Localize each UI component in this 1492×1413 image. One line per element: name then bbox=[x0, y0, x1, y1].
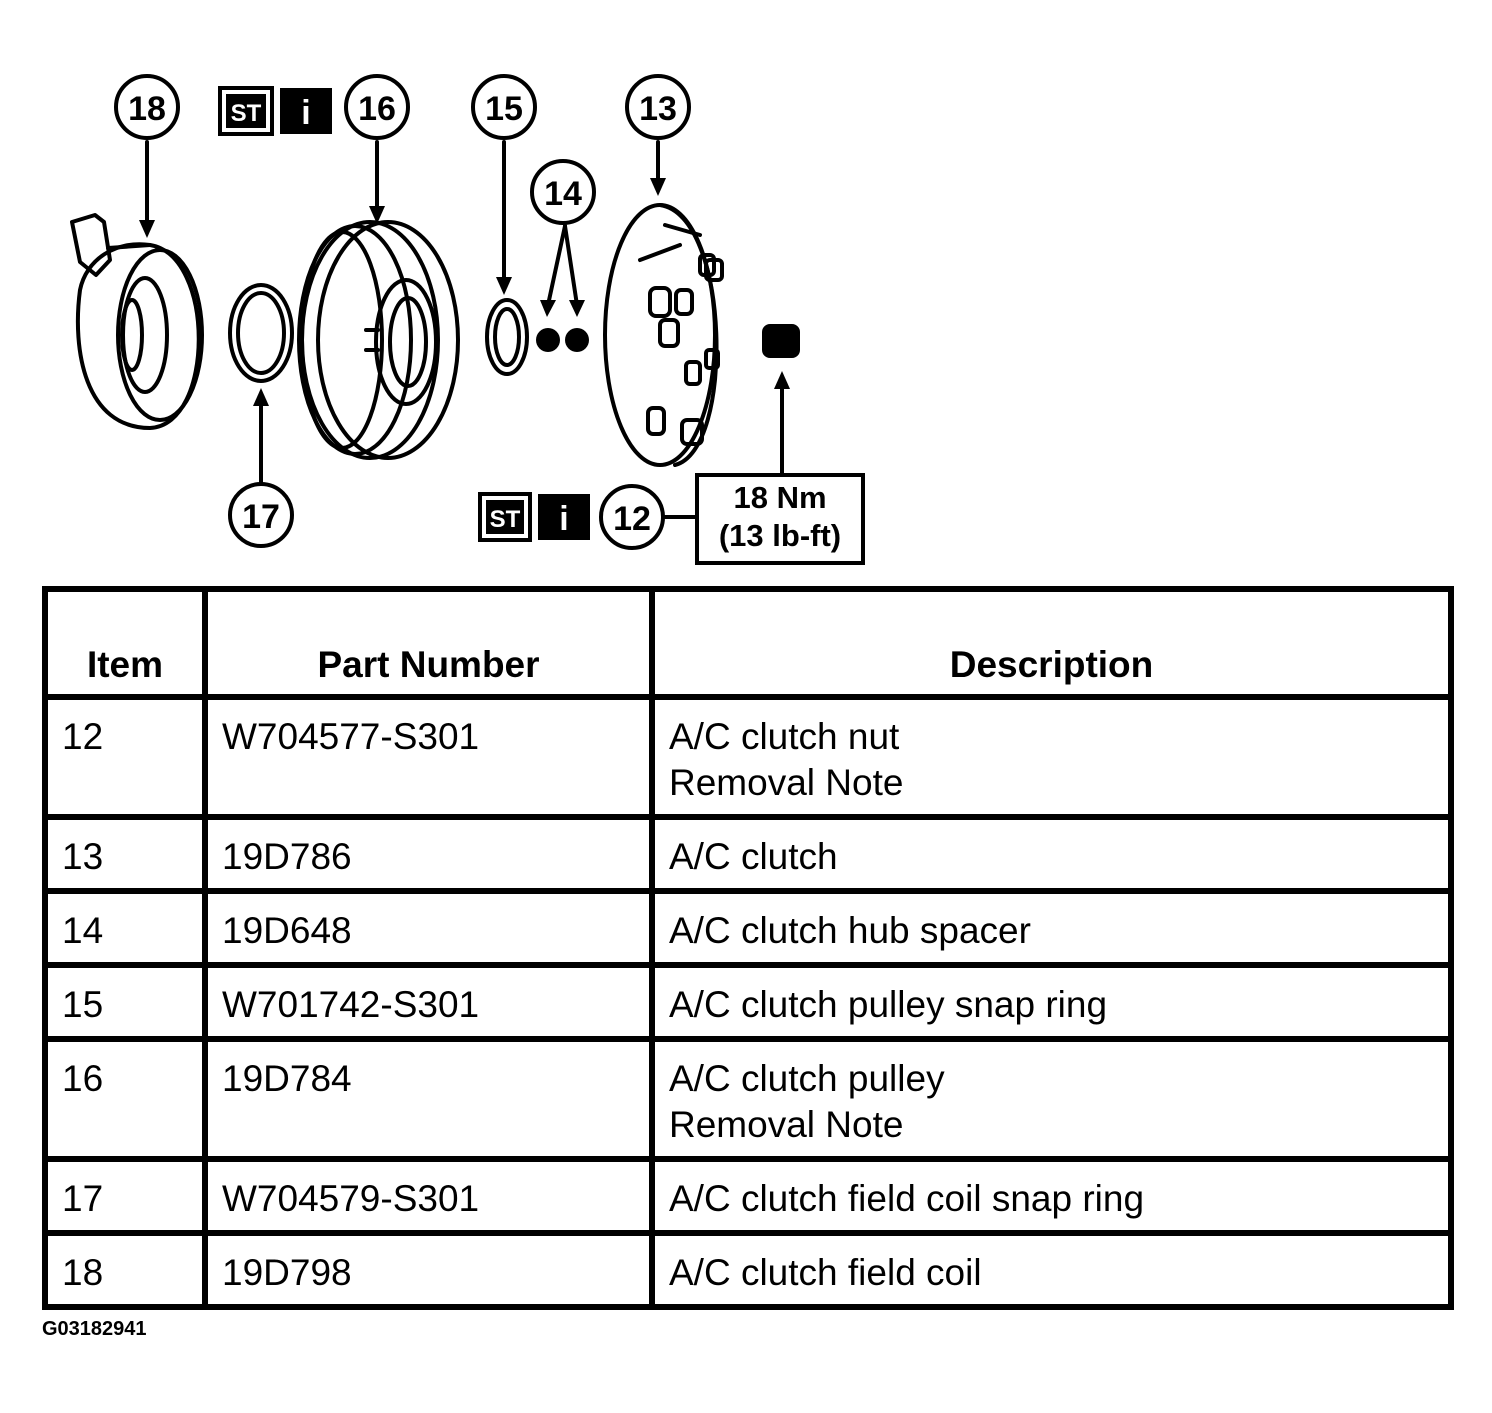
clutch-nut-part bbox=[762, 324, 800, 358]
cell-description: A/C clutch field coil bbox=[649, 1230, 1454, 1310]
cell-part-number: 19D786 bbox=[202, 814, 655, 894]
callout-18: 18 bbox=[114, 74, 180, 140]
svg-text:i: i bbox=[559, 500, 568, 538]
cell-part-number: 19D798 bbox=[202, 1230, 655, 1310]
info-badge: i bbox=[538, 494, 590, 540]
exploded-view-diagram: 18 16 15 14 13 17 12 ST i ST i bbox=[70, 74, 865, 565]
field-coil-part bbox=[70, 213, 204, 430]
cell-item: 14 bbox=[42, 888, 208, 968]
torque-spec-lbft: (13 lb-ft) bbox=[719, 518, 841, 553]
svg-text:ST: ST bbox=[490, 506, 521, 533]
description-line: A/C clutch bbox=[669, 836, 838, 877]
cell-item: 18 bbox=[42, 1230, 208, 1310]
cell-description: A/C clutch nut Removal Note bbox=[649, 694, 1454, 820]
svg-text:i: i bbox=[301, 94, 310, 132]
table-row: 17 W704579-S301 A/C clutch field coil sn… bbox=[42, 1156, 1454, 1236]
pulley-part bbox=[297, 220, 460, 460]
callout-14: 14 bbox=[530, 159, 596, 225]
callout-16: 16 bbox=[344, 74, 410, 140]
callout-15: 15 bbox=[471, 74, 537, 140]
cell-item: 15 bbox=[42, 962, 208, 1042]
cell-item: 12 bbox=[42, 694, 208, 820]
description-line: A/C clutch field coil snap ring bbox=[669, 1178, 1145, 1219]
callout-17: 17 bbox=[228, 482, 294, 548]
svg-text:13: 13 bbox=[639, 90, 677, 128]
removal-note-link[interactable]: Removal Note bbox=[669, 762, 904, 803]
callout-12: 12 bbox=[599, 484, 665, 550]
removal-note-link[interactable]: Removal Note bbox=[669, 1104, 904, 1145]
torque-spec-box: 18 Nm (13 lb-ft) bbox=[695, 473, 865, 565]
cell-part-number: 19D784 bbox=[202, 1036, 655, 1162]
field-coil-snap-ring-part bbox=[228, 283, 294, 383]
cell-item: 16 bbox=[42, 1036, 208, 1162]
svg-text:15: 15 bbox=[485, 90, 523, 128]
cell-description: A/C clutch field coil snap ring bbox=[649, 1156, 1454, 1236]
table-row: 12 W704577-S301 A/C clutch nut Removal N… bbox=[42, 694, 1454, 820]
header-description: Description bbox=[649, 586, 1454, 700]
table-row: 18 19D798 A/C clutch field coil bbox=[42, 1230, 1454, 1310]
svg-text:18: 18 bbox=[128, 90, 166, 128]
arrowheads bbox=[139, 178, 790, 406]
header-part-number: Part Number bbox=[202, 586, 655, 700]
cell-description: A/C clutch pulley Removal Note bbox=[649, 1036, 1454, 1162]
description-line: A/C clutch nut bbox=[669, 716, 900, 757]
figure-code: G03182941 bbox=[42, 1318, 147, 1340]
svg-text:17: 17 bbox=[242, 498, 280, 536]
callout-13: 13 bbox=[625, 74, 691, 140]
svg-text:14: 14 bbox=[544, 175, 582, 213]
table-row: 16 19D784 A/C clutch pulley Removal Note bbox=[42, 1036, 1454, 1162]
svg-text:ST: ST bbox=[231, 100, 262, 127]
description-line: A/C clutch pulley snap ring bbox=[669, 984, 1108, 1025]
cell-part-number: 19D648 bbox=[202, 888, 655, 968]
table-header-row: Item Part Number Description bbox=[42, 586, 1454, 700]
cell-part-number: W704577-S301 bbox=[202, 694, 655, 820]
table-row: 15 W701742-S301 A/C clutch pulley snap r… bbox=[42, 962, 1454, 1042]
cell-item: 13 bbox=[42, 814, 208, 894]
leader-lines bbox=[145, 140, 784, 519]
info-badge: i bbox=[280, 88, 332, 134]
torque-spec-nm: 18 Nm bbox=[733, 480, 826, 515]
cell-item: 17 bbox=[42, 1156, 208, 1236]
svg-text:12: 12 bbox=[613, 500, 651, 538]
description-line: A/C clutch field coil bbox=[669, 1252, 982, 1293]
cell-part-number: W704579-S301 bbox=[202, 1156, 655, 1236]
clutch-plate-part bbox=[603, 203, 724, 467]
special-tool-badge: ST bbox=[478, 492, 532, 542]
description-line: A/C clutch pulley bbox=[669, 1058, 945, 1099]
table-row: 13 19D786 A/C clutch bbox=[42, 814, 1454, 894]
special-tool-badge: ST bbox=[218, 86, 274, 136]
svg-text:16: 16 bbox=[358, 90, 396, 128]
header-item: Item bbox=[42, 586, 208, 700]
pulley-snap-ring-part bbox=[485, 298, 529, 376]
table-row: 14 19D648 A/C clutch hub spacer bbox=[42, 888, 1454, 968]
description-line: A/C clutch hub spacer bbox=[669, 910, 1031, 951]
cell-description: A/C clutch pulley snap ring bbox=[649, 962, 1454, 1042]
cell-part-number: W701742-S301 bbox=[202, 962, 655, 1042]
cell-description: A/C clutch hub spacer bbox=[649, 888, 1454, 968]
parts-table: Item Part Number Description 12 W704577-… bbox=[42, 586, 1454, 1310]
cell-description: A/C clutch bbox=[649, 814, 1454, 894]
